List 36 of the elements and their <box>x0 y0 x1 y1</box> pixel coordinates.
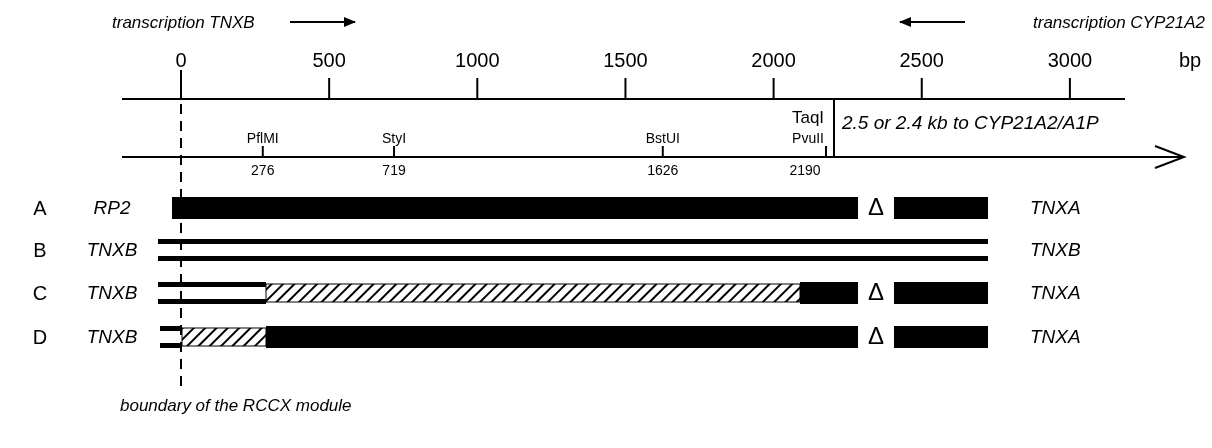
direction-label: transcription TNXB <box>112 14 255 31</box>
direction-label: transcription CYP21A2 <box>1033 14 1205 31</box>
deletion-symbol: Δ <box>868 195 884 219</box>
scale-number: 0 <box>175 50 187 70</box>
distance-note: 2.5 or 2.4 kb to CYP21A2/A1P <box>842 113 1099 132</box>
scale-number: 500 <box>312 50 346 70</box>
scale-number: 2000 <box>751 50 796 70</box>
gene-label: TNXB <box>86 283 138 302</box>
scale-number: 2500 <box>899 50 944 70</box>
gene-label: TNXA <box>1030 198 1081 217</box>
gene-label: RP2 <box>93 198 131 217</box>
row-letter: D <box>32 327 48 347</box>
gene-label: TNXB <box>86 327 138 346</box>
site-label: StyI <box>381 131 407 145</box>
scale-number: 3000 <box>1047 50 1093 70</box>
unit-label: bp <box>1178 50 1202 70</box>
site-label: PflMI <box>246 131 279 145</box>
deletion-symbol: Δ <box>868 324 884 348</box>
scale-number: 1500 <box>603 50 648 70</box>
row-letter: C <box>32 283 48 303</box>
gene-label: TNXA <box>1030 283 1081 302</box>
gene-label: TNXA <box>1030 327 1081 346</box>
position-number: 719 <box>382 163 406 177</box>
position-number: 2190 <box>789 163 821 177</box>
row-letter: A <box>33 198 47 218</box>
gene-label: TNXB <box>86 240 138 259</box>
gene-label: TNXB <box>1030 240 1081 259</box>
site-label: BstUI <box>645 131 680 145</box>
position-number: 276 <box>251 163 275 177</box>
deletion-symbol: Δ <box>868 280 884 304</box>
row-letter: B <box>33 240 47 260</box>
site-label: PvuII <box>792 131 824 145</box>
boundary-label: boundary of the RCCX module <box>120 397 352 414</box>
scale-number: 1000 <box>455 50 500 70</box>
position-number: 1626 <box>647 163 679 177</box>
site-label: TaqI <box>791 109 825 126</box>
